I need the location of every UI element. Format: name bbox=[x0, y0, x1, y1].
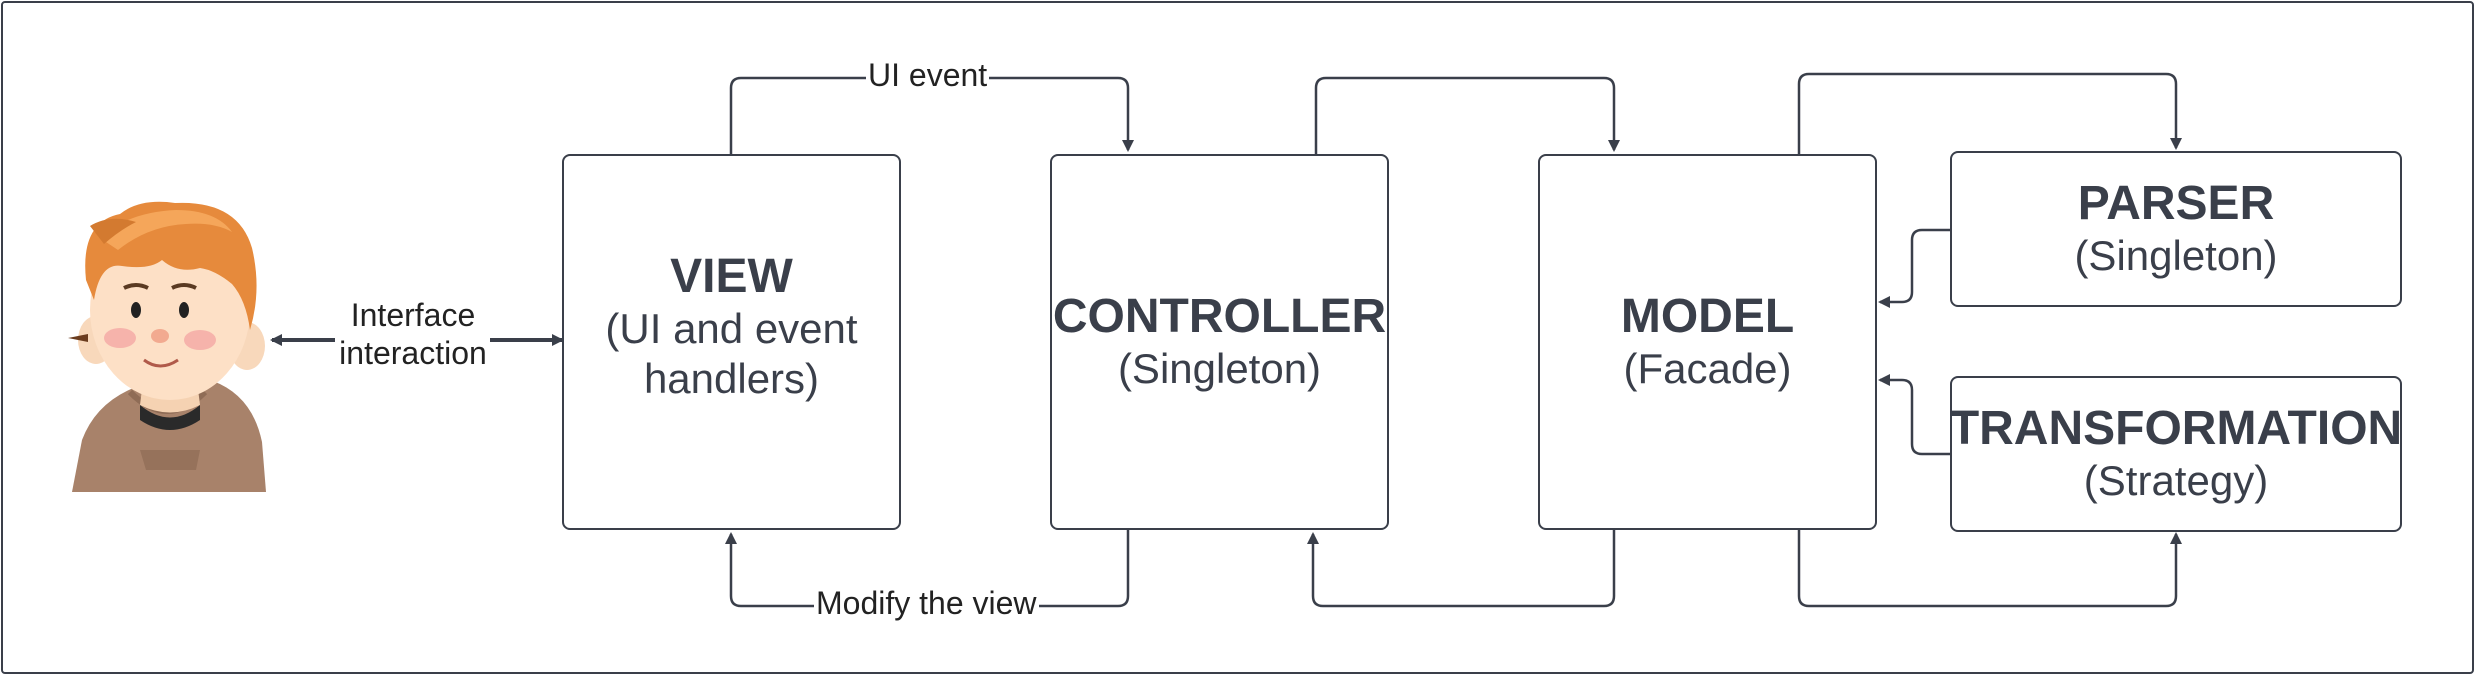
parser-to-model-arrow bbox=[1878, 228, 1950, 308]
view-subtitle-line1: (UI and event bbox=[605, 305, 858, 352]
transformation-box: TRANSFORMATION (Strategy) bbox=[1950, 376, 2402, 532]
model-to-parser-arrow bbox=[1797, 72, 2182, 154]
view-box: VIEW (UI and event handlers) bbox=[562, 154, 901, 530]
interface-interaction-label: Interface interaction bbox=[336, 296, 490, 372]
model-to-controller-arrow bbox=[1307, 530, 1616, 608]
controller-title: CONTROLLER bbox=[1052, 290, 1387, 343]
parser-title: PARSER bbox=[2077, 177, 2275, 230]
transformation-title: TRANSFORMATION bbox=[1949, 402, 2403, 455]
interface-label-line1: Interface bbox=[350, 297, 476, 333]
model-subtitle: (Facade) bbox=[1623, 345, 1792, 392]
parser-box: PARSER (Singleton) bbox=[1950, 151, 2402, 307]
transformation-to-model-arrow bbox=[1878, 374, 1950, 456]
view-subtitle-line2: handlers) bbox=[643, 355, 820, 402]
interface-label-line2: interaction bbox=[339, 335, 487, 371]
model-box: MODEL (Facade) bbox=[1538, 154, 1877, 530]
parser-subtitle: (Singleton) bbox=[2074, 232, 2278, 279]
controller-box: CONTROLLER (Singleton) bbox=[1050, 154, 1389, 530]
modify-view-label: Modify the view bbox=[814, 584, 1039, 622]
model-to-transformation-arrow bbox=[1797, 530, 2182, 608]
controller-to-model-arrow bbox=[1314, 76, 1620, 154]
ui-event-label: UI event bbox=[866, 56, 990, 94]
view-title: VIEW bbox=[670, 250, 793, 303]
controller-subtitle: (Singleton) bbox=[1117, 345, 1322, 392]
transformation-subtitle: (Strategy) bbox=[2083, 457, 2269, 504]
model-title: MODEL bbox=[1620, 290, 1795, 343]
